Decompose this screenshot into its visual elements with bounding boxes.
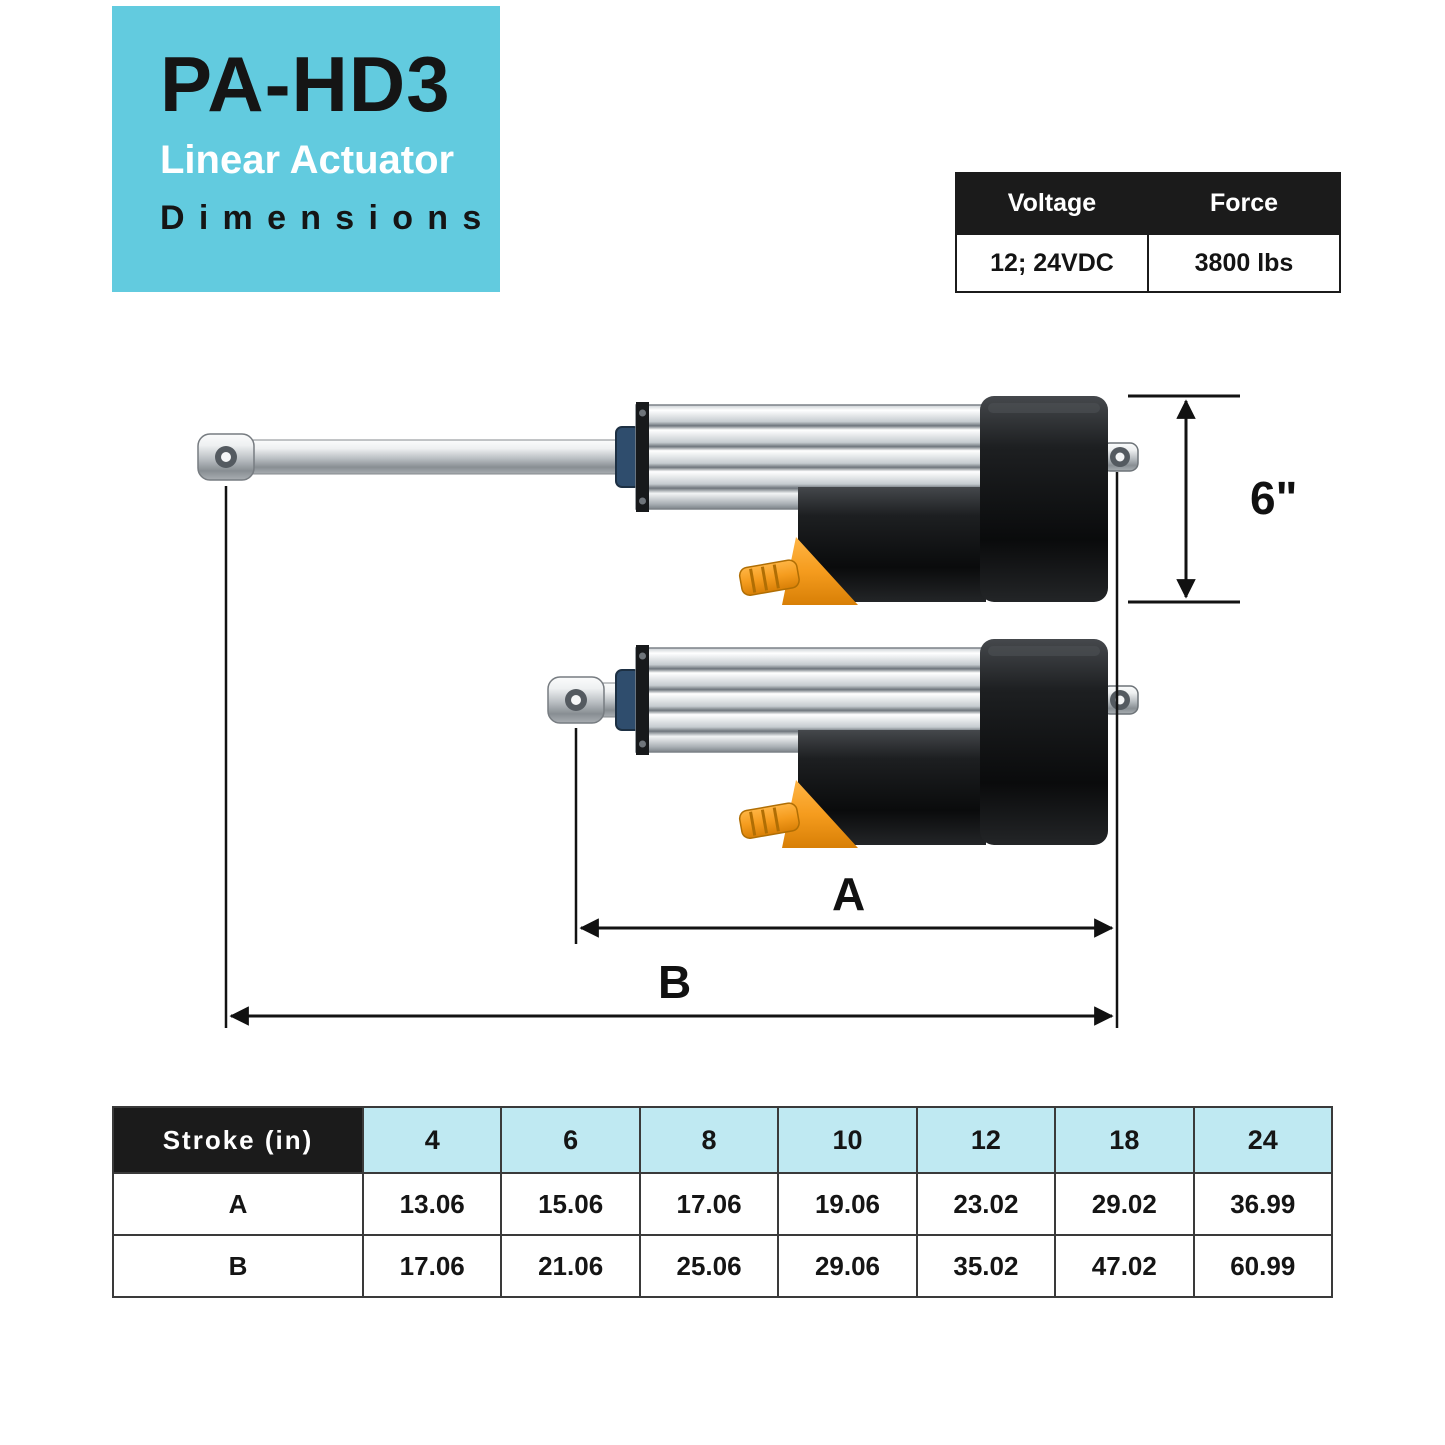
dim-value-cell: 36.99 (1192, 1172, 1334, 1236)
stroke-table-corner: Stroke (in) (112, 1106, 364, 1174)
dim-value-cell: 29.02 (1054, 1172, 1195, 1236)
dimension-lines (224, 394, 1240, 1028)
dim-value-cell: 21.06 (500, 1234, 641, 1298)
spec-value-force: 3800 lbs (1147, 233, 1341, 293)
dim-value-cell: 29.06 (777, 1234, 918, 1298)
dim-value-cell: 19.06 (777, 1172, 918, 1236)
dim-value-cell: 47.02 (1054, 1234, 1195, 1298)
spec-table: Voltage Force 12; 24VDC 3800 lbs (955, 172, 1341, 293)
actuator-diagram: 6" A B (197, 394, 1297, 1028)
dim-b-label: B (658, 956, 691, 1008)
title-subtitle: Linear Actuator (160, 137, 455, 182)
actuator-retracted (547, 637, 1140, 850)
title-box: PA-HD3 Linear Actuator Dimensions (112, 6, 500, 292)
stroke-col-header: 12 (915, 1106, 1057, 1174)
dim-a-label: A (832, 868, 865, 920)
dim-value-cell: 15.06 (500, 1172, 641, 1236)
stroke-header-row: Stroke (in) 4 6 8 10 12 18 24 (112, 1106, 1334, 1174)
piston-rod (249, 439, 653, 475)
stroke-col-header: 8 (638, 1106, 780, 1174)
dim-value-cell: 25.06 (638, 1234, 780, 1298)
stroke-col-header: 10 (777, 1106, 918, 1174)
spec-header-voltage: Voltage (955, 172, 1149, 235)
dim-row-b: B 17.06 21.06 25.06 29.06 35.02 47.02 60… (112, 1234, 1334, 1298)
spec-value-row: 12; 24VDC 3800 lbs (955, 233, 1341, 293)
dim-row-a: A 13.06 15.06 17.06 19.06 23.02 29.02 36… (112, 1172, 1334, 1236)
title-dimensions-label: Dimensions (160, 198, 496, 237)
dim-value-cell: 13.06 (361, 1172, 503, 1236)
spec-header-force: Force (1147, 172, 1341, 235)
stroke-dimension-table: Stroke (in) 4 6 8 10 12 18 24 A 13.06 15… (112, 1106, 1334, 1298)
dim-row-b-label: B (112, 1234, 364, 1298)
dim-value-cell: 17.06 (361, 1234, 503, 1298)
stroke-col-header: 6 (500, 1106, 641, 1174)
dim-value-cell: 23.02 (915, 1172, 1057, 1236)
actuator-extended (197, 394, 1140, 607)
stroke-col-header: 4 (361, 1106, 503, 1174)
stroke-col-header: 18 (1054, 1106, 1195, 1174)
dim-value-cell: 17.06 (638, 1172, 780, 1236)
dim-value-cell: 35.02 (915, 1234, 1057, 1298)
dim-6-label: 6" (1250, 472, 1297, 524)
spec-header-row: Voltage Force (955, 172, 1341, 235)
dim-value-cell: 60.99 (1192, 1234, 1334, 1298)
model-name: PA-HD3 (160, 40, 451, 128)
stroke-col-header: 24 (1192, 1106, 1334, 1174)
dim-row-a-label: A (112, 1172, 364, 1236)
spec-value-voltage: 12; 24VDC (955, 233, 1149, 293)
